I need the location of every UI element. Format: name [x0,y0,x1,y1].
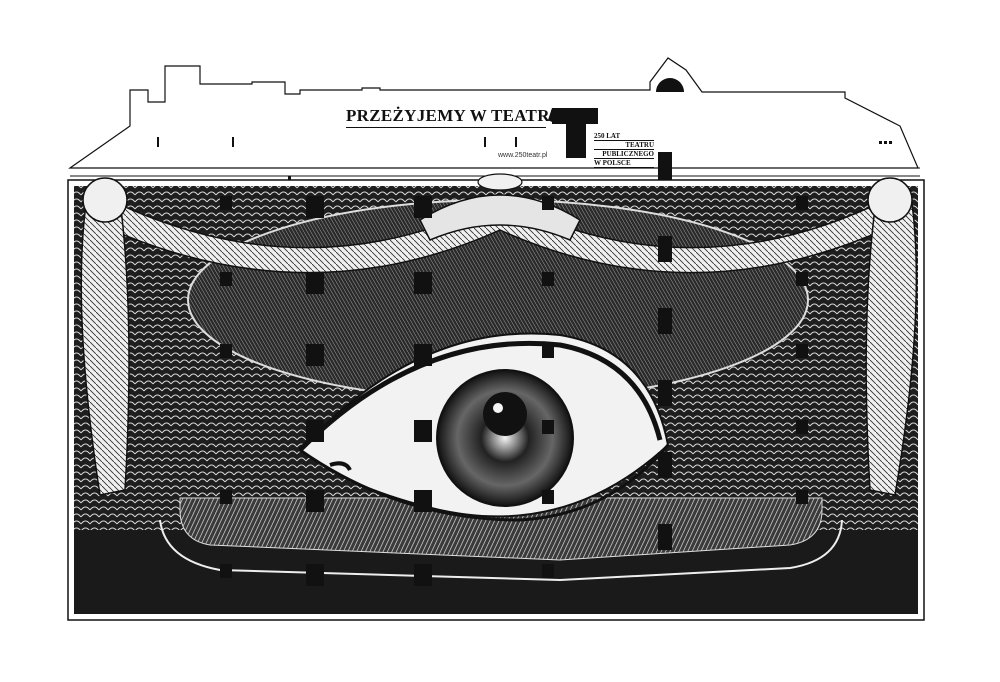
anniversary-block: 250 LAT TEATRU PUBLICZNEGO W POLSCE [594,132,654,168]
headline-underline [346,127,546,128]
anniversary-line-4: W POLSCE [594,159,654,168]
center-dashes [658,152,672,550]
anniversary-line-3: PUBLICZNEGO [594,150,654,159]
headline-title: PRZEŻYJEMY W TEATRZE [346,106,574,125]
window-marks [220,196,808,586]
anniversary-line-2: TEATRU [594,141,654,150]
eye-icon [298,332,670,522]
anniversary-line-1: 250 LAT [594,132,654,141]
drape-icon [80,173,918,496]
website-link[interactable]: www.250teatr.pl [498,152,548,159]
logo-t-icon [548,108,598,158]
